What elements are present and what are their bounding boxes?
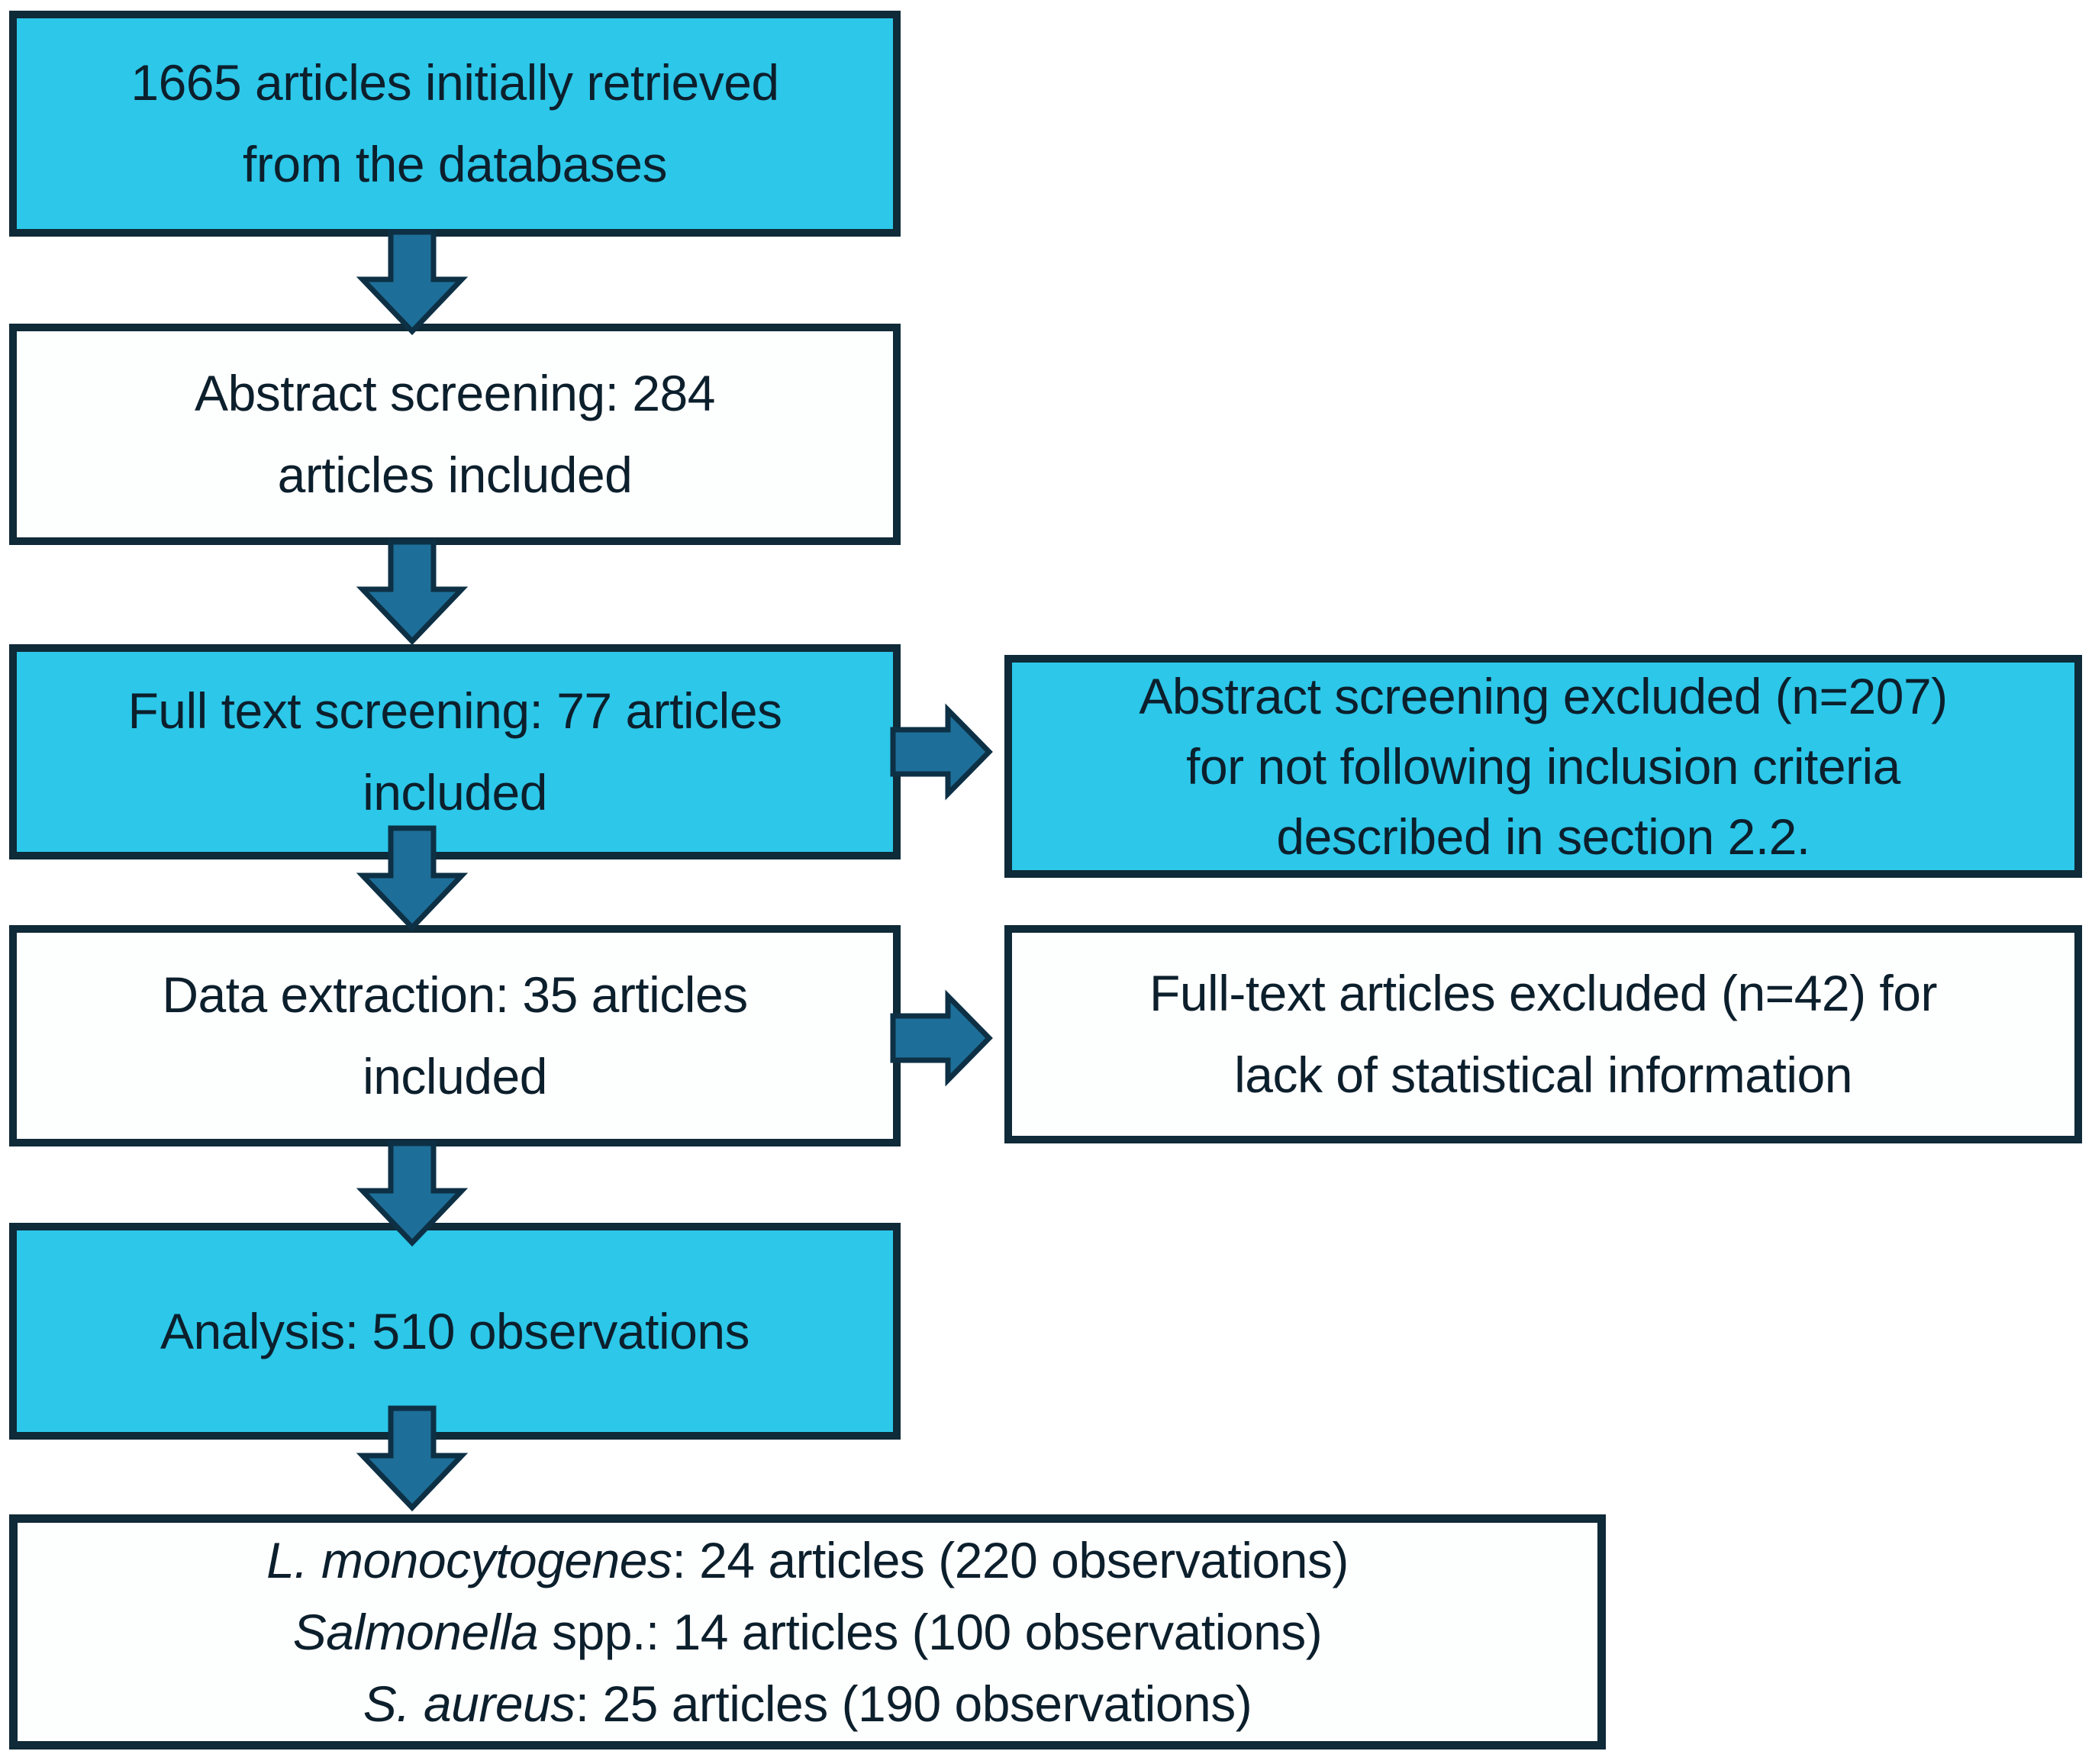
node-text-line: included	[363, 764, 547, 821]
node-text-line: Salmonella spp.: 14 articles (100 observ…	[293, 1596, 1323, 1668]
species-name-italic: Salmonella	[292, 1604, 539, 1660]
flow-node-analysis: Analysis: 510 observations	[9, 1223, 901, 1440]
node-text-line: S. aureus: 25 articles (190 observations…	[363, 1668, 1252, 1740]
species-name-italic: L. monocytogenes	[266, 1532, 672, 1588]
flow-node-abstract-screening: Abstract screening: 284 articles include…	[9, 324, 901, 545]
flow-node-fulltext-excluded: Full-text articles excluded (n=42) for l…	[1004, 925, 2082, 1143]
node-text-rest: : 24 articles (220 observations)	[672, 1532, 1349, 1588]
flow-node-final-breakdown: L. monocytogenes: 24 articles (220 obser…	[9, 1514, 1606, 1749]
node-text-line: for not following inclusion criteria	[1186, 738, 1900, 795]
flow-node-abstract-excluded: Abstract screening excluded (n=207) for …	[1004, 655, 2082, 878]
flow-node-data-extraction: Data extraction: 35 articles included	[9, 925, 901, 1146]
node-text-line: Full-text articles excluded (n=42) for	[1149, 965, 1937, 1021]
node-text-line: Analysis: 510 observations	[160, 1302, 750, 1359]
node-text-line: articles included	[277, 447, 633, 503]
node-text-line: lack of statistical information	[1234, 1046, 1852, 1103]
node-text-line: described in section 2.2.	[1276, 808, 1810, 865]
right-arrow-icon	[890, 989, 993, 1087]
down-arrow-icon	[356, 1405, 469, 1512]
down-arrow-icon	[356, 1140, 469, 1247]
node-text-line: Abstract screening: 284	[195, 365, 715, 421]
species-name-italic: S. aureus	[363, 1675, 576, 1732]
down-arrow-icon	[356, 825, 469, 932]
node-text-line: Full text screening: 77 articles	[127, 682, 782, 739]
node-text-rest: spp.: 14 articles (100 observations)	[538, 1604, 1323, 1660]
node-text-line: L. monocytogenes: 24 articles (220 obser…	[266, 1524, 1349, 1596]
node-text-line: 1665 articles initially retrieved	[131, 54, 779, 111]
flow-node-fulltext-screening: Full text screening: 77 articles include…	[9, 644, 901, 859]
down-arrow-icon	[356, 539, 469, 646]
node-text-line: included	[363, 1048, 547, 1105]
node-text-line: Abstract screening excluded (n=207)	[1139, 668, 1948, 724]
node-text-rest: : 25 articles (190 observations)	[575, 1675, 1252, 1732]
right-arrow-icon	[890, 703, 993, 801]
node-text-line: Data extraction: 35 articles	[162, 966, 748, 1023]
node-text-line: from the databases	[243, 136, 668, 192]
flow-node-retrieved: 1665 articles initially retrieved from t…	[9, 11, 901, 237]
down-arrow-icon	[356, 229, 469, 336]
